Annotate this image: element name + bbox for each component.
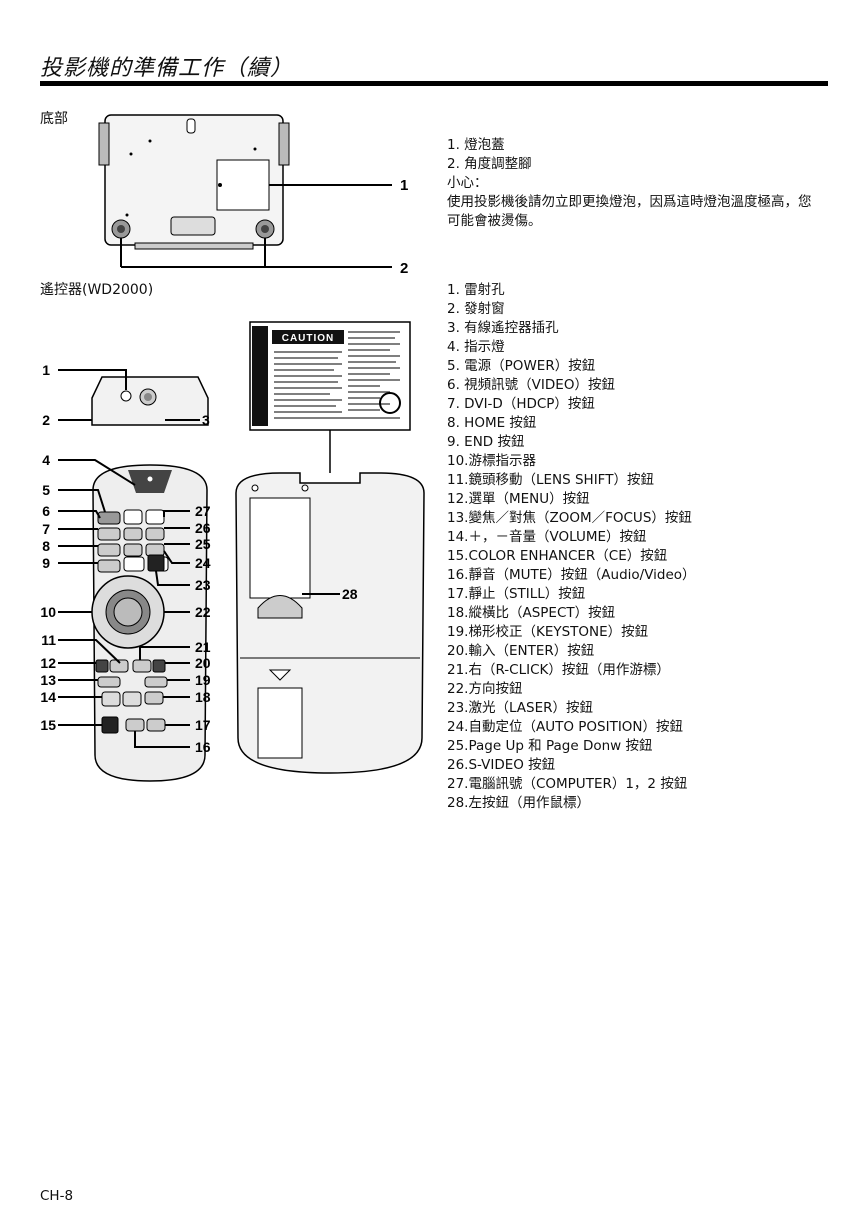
remote-callout: 16 bbox=[195, 739, 211, 755]
remote-callout: 19 bbox=[195, 672, 211, 688]
list-item: 11.鏡頭移動（LENS SHIFT）按鈕 bbox=[447, 472, 654, 488]
remote-callout: 17 bbox=[195, 717, 211, 733]
list-item: 4. 指示燈 bbox=[447, 339, 505, 355]
list-item: 5. 電源（POWER）按鈕 bbox=[447, 358, 596, 374]
remote-callout: 23 bbox=[195, 577, 211, 593]
caution-sticker-heading: CAUTION bbox=[282, 333, 335, 344]
bottom-callout: 1 bbox=[400, 177, 408, 194]
remote-callout: 25 bbox=[195, 536, 211, 552]
bottom-parts-list: 1. 燈泡蓋 2. 角度調整腳 bbox=[447, 136, 532, 174]
list-item: 25.Page Up 和 Page Donw 按鈕 bbox=[447, 738, 653, 754]
list-item: 26.S-VIDEO 按鈕 bbox=[447, 757, 556, 773]
remote-callout: 22 bbox=[195, 604, 211, 620]
remote-callout: 5 bbox=[42, 482, 50, 498]
remote-callout: 14 bbox=[40, 689, 56, 705]
remote-callout: 10 bbox=[40, 604, 56, 620]
remote-front-illustration: 1 2 4 5 6 7 8 9 10 11 12 13 14 15 3 27 2… bbox=[40, 362, 211, 782]
remote-callout: 8 bbox=[42, 538, 50, 554]
bottom-callout: 2 bbox=[400, 260, 408, 277]
remote-callout: 6 bbox=[42, 503, 50, 519]
list-item: 1. 燈泡蓋 bbox=[447, 137, 505, 153]
remote-callout: 1 bbox=[42, 362, 50, 378]
list-item: 21.右（R-CLICK）按鈕（用作游標） bbox=[447, 662, 670, 678]
remote-callout: 7 bbox=[42, 521, 50, 537]
list-item: 2. 角度調整腳 bbox=[447, 156, 532, 172]
list-item: 22.方向按鈕 bbox=[447, 681, 523, 697]
remote-callout: 3 bbox=[202, 412, 210, 428]
list-item: 2. 發射窗 bbox=[447, 301, 505, 317]
page-title: 投影機的準備工作（續） bbox=[40, 56, 294, 81]
projector-bottom-illustration: 1 2 bbox=[98, 114, 408, 277]
list-item: 17.靜止（STILL）按鈕 bbox=[447, 586, 586, 602]
remote-callout: 13 bbox=[40, 672, 56, 688]
remote-callout: 12 bbox=[40, 655, 56, 671]
list-item: 16.靜音（MUTE）按鈕（Audio/Video） bbox=[447, 567, 696, 583]
remote-callout: 24 bbox=[195, 555, 211, 571]
remote-callout: 20 bbox=[195, 655, 211, 671]
remote-callout: 15 bbox=[40, 717, 56, 733]
remote-back-illustration: CAUTION 28 bbox=[235, 321, 425, 774]
remote-callout: 28 bbox=[342, 586, 358, 602]
remote-callout: 9 bbox=[42, 555, 50, 571]
list-item: 9. END 按鈕 bbox=[447, 434, 525, 450]
list-item: 3. 有線遙控器插孔 bbox=[447, 320, 559, 336]
remote-callout: 27 bbox=[195, 503, 211, 519]
list-item: 12.選單（MENU）按鈕 bbox=[447, 491, 590, 507]
bottom-section-label: 底部 bbox=[40, 111, 68, 127]
list-item: 23.激光（LASER）按鈕 bbox=[447, 700, 594, 716]
list-item: 13.變焦／對焦（ZOOM／FOCUS）按鈕 bbox=[447, 510, 692, 526]
list-item: 1. 雷射孔 bbox=[447, 282, 505, 298]
remote-callout: 18 bbox=[195, 689, 211, 705]
caution-text: 使用投影機後請勿立即更換燈泡，因爲這時燈泡溫度極高，您可能會被燙傷。 bbox=[447, 194, 812, 229]
list-item: 14.＋，－音量（VOLUME）按鈕 bbox=[447, 529, 647, 545]
remote-callout: 2 bbox=[42, 412, 50, 428]
list-item: 10.游標指示器 bbox=[447, 453, 536, 469]
remote-callout: 26 bbox=[195, 520, 211, 536]
remote-callout: 11 bbox=[41, 632, 56, 648]
remote-section-label: 遙控器(WD2000) bbox=[40, 282, 154, 298]
list-item: 15.COLOR ENHANCER（CE）按鈕 bbox=[447, 548, 668, 564]
remote-callout: 4 bbox=[42, 452, 50, 468]
title-rule bbox=[40, 81, 828, 86]
list-item: 7. DVI-D（HDCP）按鈕 bbox=[447, 396, 595, 412]
list-item: 18.縱橫比（ASPECT）按鈕 bbox=[447, 605, 616, 621]
page-number: CH-8 bbox=[40, 1188, 74, 1204]
caution-title: 小心： bbox=[447, 175, 488, 191]
list-item: 20.輸入（ENTER）按鈕 bbox=[447, 643, 595, 659]
list-item: 8. HOME 按鈕 bbox=[447, 415, 537, 431]
remote-parts-list: 1. 雷射孔 2. 發射窗 3. 有線遙控器插孔 4. 指示燈 5. 電源（PO… bbox=[447, 281, 696, 813]
list-item: 6. 視頻訊號（VIDEO）按鈕 bbox=[447, 377, 615, 393]
remote-callout: 21 bbox=[195, 639, 211, 655]
list-item: 24.自動定位（AUTO POSITION）按鈕 bbox=[447, 719, 684, 735]
list-item: 28.左按鈕（用作鼠標） bbox=[447, 795, 590, 811]
list-item: 27.電腦訊號（COMPUTER）1，2 按鈕 bbox=[447, 776, 688, 792]
list-item: 19.梯形校正（KEYSTONE）按鈕 bbox=[447, 624, 649, 640]
